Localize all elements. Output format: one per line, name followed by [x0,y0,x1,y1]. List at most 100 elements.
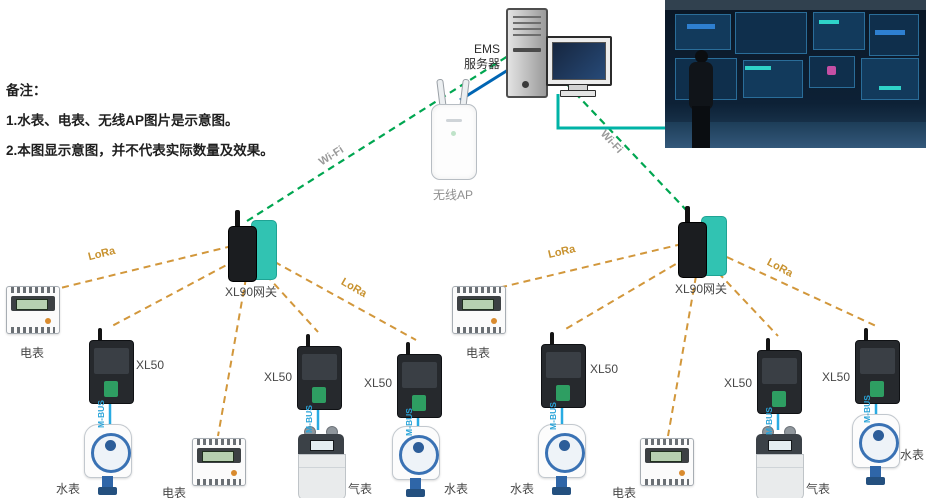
gas-meter-body [756,454,804,498]
xl50-badge [556,385,570,401]
wifi-label-right: Wi-Fi [597,128,625,156]
lora-link-l3 [217,277,247,437]
meter-terminals [197,479,241,485]
xl50-panel [302,354,337,380]
meter-button [491,318,497,324]
water-meter-label-1: 水表 [55,482,80,496]
water-meter-pipe [410,478,421,490]
xl50-badge [312,387,326,403]
server-tower-icon [506,8,548,98]
meter-display-panel [197,448,241,463]
xl50-antenna-icon [864,328,868,343]
xl50-body [541,344,586,408]
meter-display-panel [11,296,55,311]
lora-link-r3 [667,275,697,437]
xl50-antenna-icon [306,334,310,349]
meter-terminals [197,439,241,445]
ems-label-line1: EMS [473,42,500,56]
xl50-body [397,354,442,418]
dashboard-panel [861,58,919,100]
meter-terminals [645,439,689,445]
water-meter-label-2: 水表 [444,482,469,496]
tower-vents [513,16,541,40]
xl50-collector-3 [396,342,442,418]
mbus-label-6: M-BUS [862,395,872,423]
water-meter-body [538,424,586,478]
xl50-panel [546,352,581,378]
xl50-label-4: XL50 [590,362,619,376]
dashboard-accent [745,66,771,70]
gateway-antenna-icon [685,206,690,226]
water-meter-3 [538,424,586,496]
xl50-body [757,350,802,414]
meter-lcd [650,451,682,462]
lora-label-2: LoRa [338,275,369,301]
xl50-panel [860,348,895,374]
mbus-label-2: M-BUS [304,405,314,433]
water-meter-pipe [556,476,567,488]
monitoring-wall-photo [665,0,926,148]
meter-lcd [16,299,48,310]
water-meter-nut [98,487,117,495]
tower-power-button [522,81,529,88]
gas-meter-label-1: 气表 [348,482,373,496]
dashboard-accent [827,66,836,75]
dashboard-panel [675,14,731,50]
lora-label-3: LoRa [547,243,577,261]
dashboard-accent [819,20,839,24]
meter-button [679,470,685,476]
water-meter-hub [105,440,116,451]
gas-meter-2 [756,426,804,498]
meter-display-panel [645,448,689,463]
water-meter-nut [552,487,571,495]
xl90-gateway-left [226,210,278,284]
notes-title: 备注： [6,83,47,98]
photo-ceiling [665,0,926,10]
meter-terminals [11,287,55,293]
meter-lcd [462,299,494,310]
xl50-body [855,340,900,404]
xl50-label-2: XL50 [263,370,292,384]
xl50-label-1: XL50 [136,358,165,372]
gas-meter-lcd [768,440,792,451]
dashboard-panel [813,12,865,50]
water-meter-dial [859,423,899,463]
water-meter-body [852,414,900,468]
wifi-label-left: Wi-Fi [316,143,346,169]
water-meter-pipe [102,476,113,488]
water-meter-2 [392,426,440,498]
water-meter-hub [413,442,424,453]
water-meter-pipe [870,466,881,478]
meter-terminals [457,287,501,293]
xl50-antenna-icon [98,328,102,343]
gas-meter-body [298,454,346,498]
water-meter-hub [873,430,884,441]
tower-drive-slot [513,48,541,52]
meter-button [45,318,51,324]
mbus-label-4: M-BUS [548,402,558,430]
electric-meter-label-2: 电表 [161,486,186,498]
gateway-left-label: XL90网关 [224,285,278,299]
xl50-badge [870,381,884,397]
gateway-right-label: XL90网关 [674,282,728,296]
xl50-collector-6 [854,328,900,404]
gateway-black-body [678,222,707,278]
xl50-antenna-icon [406,342,410,357]
xl90-gateway-right [676,206,728,280]
xl50-badge [104,381,118,397]
xl50-antenna-icon [766,338,770,353]
xl50-badge [412,395,426,411]
meter-lcd [202,451,234,462]
notes-line-2: 2.本图显示意图，并不代表实际数量及效果。 [6,143,274,158]
wireless-ap-icon [431,104,477,180]
electric-meter-label-4: 电表 [611,486,636,498]
ems-server-label: EMS 服务器 [444,42,500,72]
ems-label-line2: 服务器 [463,57,500,71]
water-meter-nut [866,477,885,485]
xl50-collector-2 [296,334,342,410]
meter-terminals [645,479,689,485]
xl50-collector-1 [88,328,134,404]
gas-meter-1 [298,426,346,498]
electric-meter-4 [640,438,694,486]
dashboard-accent [687,24,715,29]
